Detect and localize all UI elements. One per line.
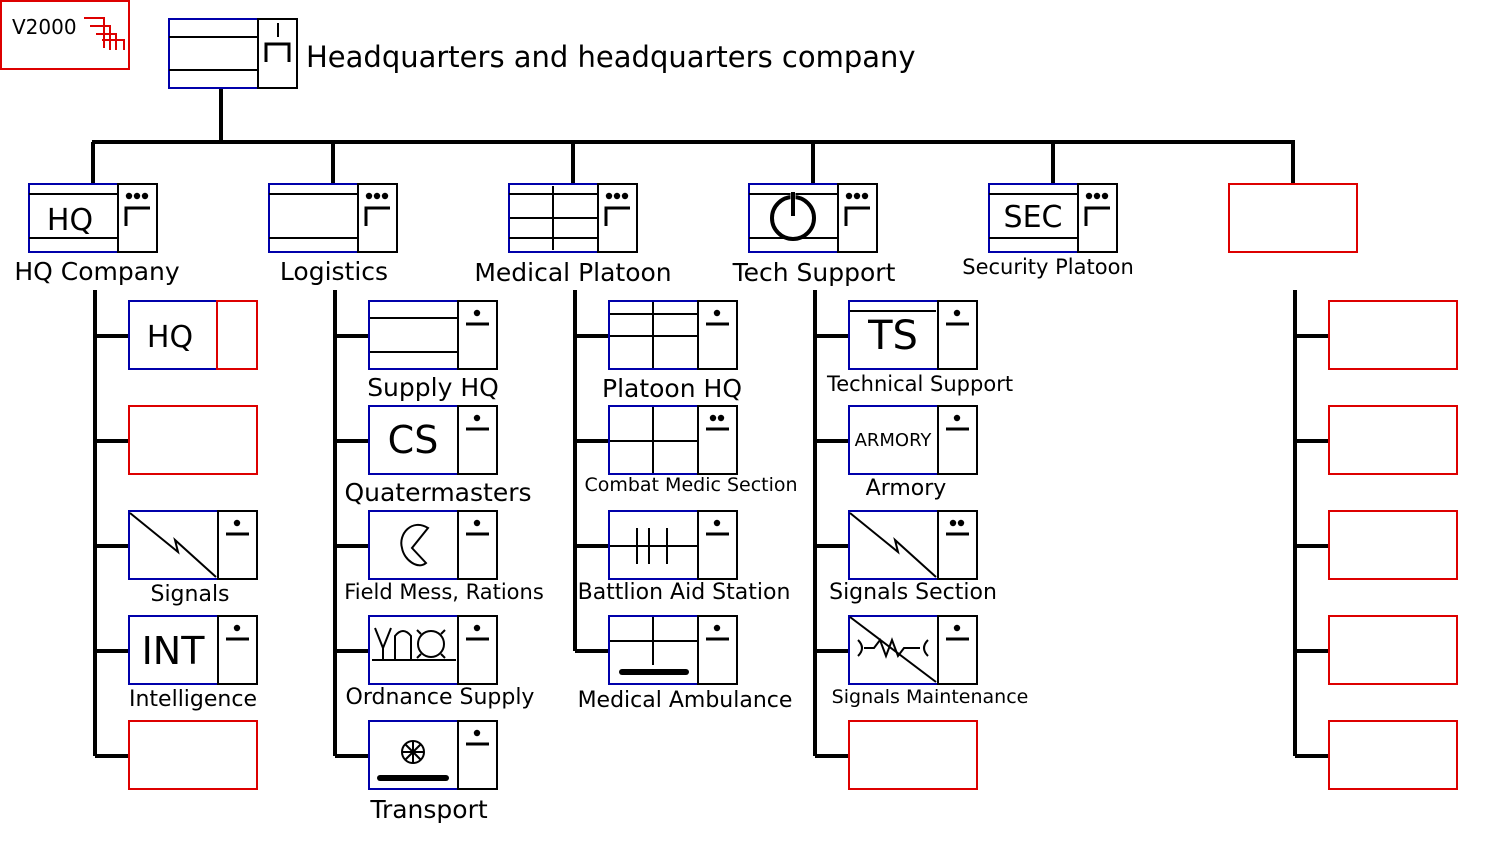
signals-section-lightning-icon <box>849 512 937 578</box>
symbol-details <box>129 186 937 781</box>
placeholder-boxes <box>128 183 1458 790</box>
field-mess-icon <box>400 523 430 567</box>
echelon-section-icon <box>226 624 249 641</box>
ordnance-icon <box>372 627 456 661</box>
echelon-company-icon <box>604 192 630 226</box>
label-aid-station: Battlion Aid Station <box>577 580 791 605</box>
hq-main-symbol <box>168 18 298 89</box>
placeholder-box <box>1328 720 1458 790</box>
unit-label-tech-support: Tech Support <box>732 258 896 287</box>
unit-frame-intelligence <box>128 615 258 685</box>
version-badge: V2000 <box>12 15 77 39</box>
unit-label-security-platoon: Security Platoon <box>962 255 1134 279</box>
unit-frame-signals-section <box>848 510 978 580</box>
label-signals-section: Signals Section <box>829 580 997 605</box>
echelon-company-icon <box>1084 192 1110 226</box>
echelon-squad-icon <box>706 414 729 431</box>
placeholder-box <box>1328 405 1458 475</box>
echelon-section-icon <box>466 624 489 641</box>
symbol-text-security: SEC <box>1003 200 1063 235</box>
signals-lightning-icon <box>129 512 217 578</box>
echelon-section-icon <box>706 519 729 536</box>
unit-frame-signals-maintenance <box>848 615 978 685</box>
label-ordnance-supply: Ordnance Supply <box>345 685 535 710</box>
label-medical-ambulance: Medical Ambulance <box>577 688 793 713</box>
unit-frame-logistics <box>268 183 398 253</box>
placeholder-box <box>128 405 258 475</box>
placeholder-box <box>216 300 258 370</box>
echelon-company-icon <box>844 192 870 226</box>
symbol-text-technical-support: TS <box>868 313 918 359</box>
echelon-section-icon <box>706 309 729 326</box>
label-combat-medic: Combat Medic Section <box>584 474 798 496</box>
unit-frame-supply-hq <box>368 300 498 370</box>
label-intelligence: Intelligence <box>128 687 258 712</box>
symbol-text-quartermasters: CS <box>387 418 439 462</box>
placeholder-box <box>128 720 258 790</box>
echelon-company-icon <box>124 192 150 226</box>
unit-frame-technical-support <box>848 300 978 370</box>
unit-frame-quartermasters <box>368 405 498 475</box>
symbol-text-intelligence: INT <box>141 629 205 673</box>
unit-frame-armory <box>848 405 978 475</box>
unit-frame-hq-company <box>28 183 158 253</box>
label-supply-hq: Supply HQ <box>367 373 499 402</box>
unit-frame-signals <box>128 510 258 580</box>
unit-frame-security <box>988 183 1118 253</box>
placeholder-box <box>848 720 978 790</box>
label-armory: Armory <box>865 476 947 501</box>
echelon-section-icon <box>466 309 489 326</box>
label-signals: Signals <box>150 582 230 607</box>
echelon-squad-icon <box>946 519 969 536</box>
label-technical-support: Technical Support <box>826 372 1014 396</box>
echelon-section-icon <box>466 729 489 746</box>
echelon-section-icon <box>706 624 729 641</box>
echelon-section-icon <box>946 414 969 431</box>
unit-frame-field-mess <box>368 510 498 580</box>
echelon-section-icon <box>226 519 249 536</box>
label-signals-maintenance: Signals Maintenance <box>831 686 1029 708</box>
symbol-text-armory: ARMORY <box>854 430 932 451</box>
placeholder-box <box>1328 615 1458 685</box>
aid-station-icon <box>610 528 697 564</box>
unit-label-medical-platoon: Medical Platoon <box>474 258 672 287</box>
label-quartermasters: Quatermasters <box>344 478 532 507</box>
placeholder-box <box>1328 510 1458 580</box>
signals-maintenance-icon <box>849 616 937 683</box>
echelon-company-icon <box>364 192 390 226</box>
symbol-text-hq-company: HQ <box>46 203 94 238</box>
connector-lines <box>91 88 1330 758</box>
symbol-text-hq-section: HQ <box>146 320 194 355</box>
echelon-section-icon <box>946 624 969 641</box>
unit-label-hq-company: HQ Company <box>14 257 180 286</box>
echelon-section-icon <box>946 309 969 326</box>
version-badge-frame <box>0 0 130 70</box>
placeholder-box <box>1328 300 1458 370</box>
label-field-mess: Field Mess, Rations <box>344 580 544 604</box>
label-transport: Transport <box>370 795 488 824</box>
unit-label-logistics: Logistics <box>279 257 389 286</box>
transport-wheel-icon <box>401 740 425 764</box>
version-badge-icon <box>84 17 125 50</box>
label-platoon-hq: Platoon HQ <box>601 374 743 403</box>
column-branches <box>95 334 1330 758</box>
unit-frame-ordnance <box>368 615 498 685</box>
echelon-section-icon <box>466 414 489 431</box>
echelon-section-icon <box>466 519 489 536</box>
placeholder-box <box>1228 183 1358 253</box>
page-title: Headquarters and headquarters company <box>306 40 916 74</box>
